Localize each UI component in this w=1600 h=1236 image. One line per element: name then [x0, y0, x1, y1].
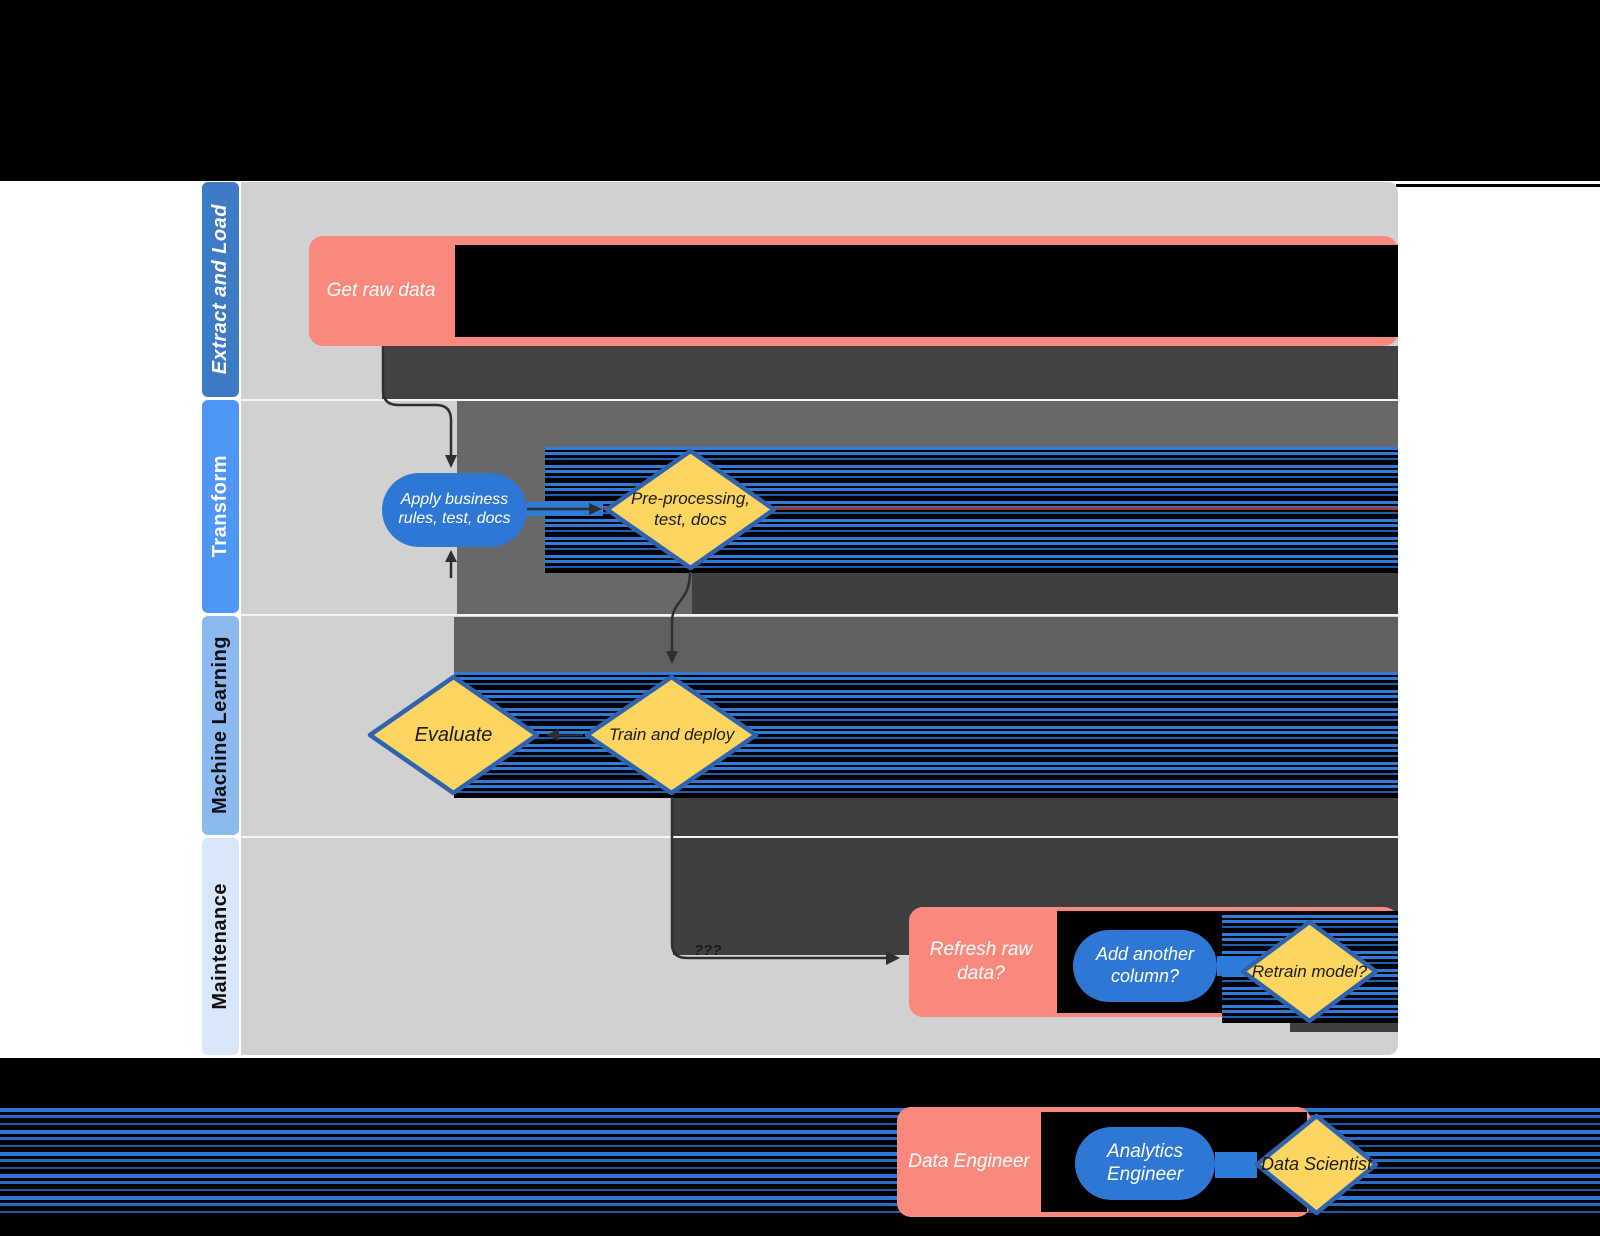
lane-divider-1	[241, 399, 1398, 401]
legend-item-data-scientist[interactable]: Data Scientist	[1253, 1112, 1380, 1217]
node-label: Evaluate	[414, 723, 493, 746]
legend-label: Data Scientist	[1260, 1154, 1373, 1174]
maintenance-edge-label: ???	[694, 942, 722, 959]
node-label: Pre-processing, test, docs	[630, 489, 751, 529]
node-train-and-deploy[interactable]: Train and deploy	[583, 673, 760, 797]
node-label: Add another column?	[1095, 944, 1195, 986]
diamond-shape	[1254, 1113, 1379, 1216]
redaction-black-lane1	[455, 245, 1398, 337]
diamond-shape	[584, 674, 759, 796]
diamond-shape	[367, 674, 540, 796]
redaction-dark-lane1-bottom	[382, 346, 1398, 401]
node-pre-processing[interactable]: Pre-processing, test, docs	[603, 447, 778, 572]
lane-divider-2	[241, 614, 1398, 616]
node-label: Retrain model?	[1251, 961, 1368, 981]
node-label: Apply business rules, test, docs	[398, 491, 511, 527]
node-refresh-raw-data[interactable]: Refresh raw data?	[909, 907, 1053, 1017]
legend-label: Data Engineer	[908, 1151, 1030, 1172]
redaction-gray-lane3-top	[454, 617, 1398, 672]
top-black-band	[0, 0, 1600, 181]
node-retrain-model[interactable]: Retrain model?	[1239, 918, 1380, 1025]
lane-divider-3	[241, 836, 1398, 838]
top-right-artifact-line	[1396, 184, 1600, 187]
node-apply-business-rules[interactable]: Apply business rules, test, docs	[382, 473, 527, 547]
node-get-raw-data[interactable]: Get raw data	[309, 236, 453, 346]
node-label: Train and deploy	[608, 725, 735, 744]
diamond-shape	[1240, 919, 1379, 1024]
node-label: Refresh raw data?	[929, 939, 1033, 984]
legend-item-analytics-engineer[interactable]: Analytics Engineer	[1075, 1127, 1215, 1200]
redaction-dark-lane2-bottom	[692, 572, 1398, 615]
lane-header-maintenance: Maintenance	[202, 838, 239, 1055]
lane-header-transform: Transform	[202, 400, 239, 613]
node-label: Get raw data	[326, 280, 436, 302]
legend-item-data-engineer[interactable]: Data Engineer	[897, 1107, 1041, 1217]
legend-blue-smear	[1215, 1152, 1257, 1178]
diamond-shape	[604, 448, 777, 571]
lane-header-machine-learning: Machine Learning	[202, 616, 239, 835]
legend-label: Analytics Engineer	[1106, 1140, 1184, 1185]
lane-header-extract-and-load: Extract and Load	[202, 182, 239, 397]
node-add-another-column[interactable]: Add another column?	[1073, 930, 1217, 1002]
node-evaluate[interactable]: Evaluate	[366, 673, 541, 797]
